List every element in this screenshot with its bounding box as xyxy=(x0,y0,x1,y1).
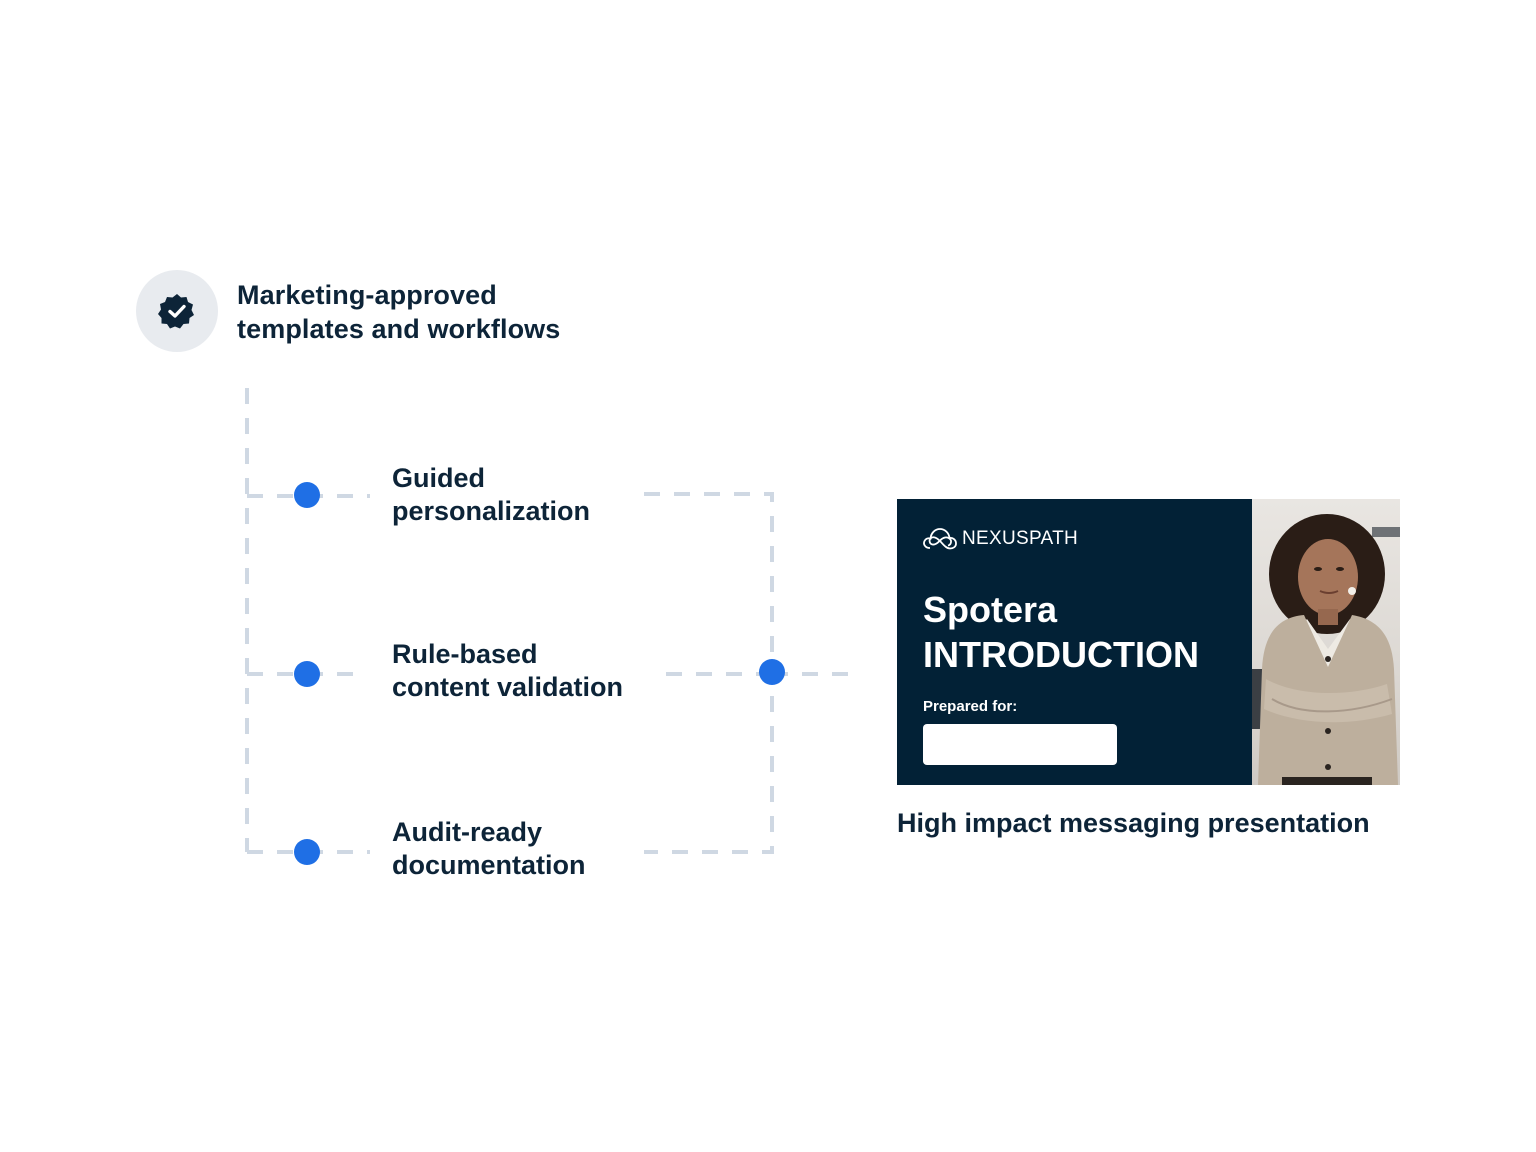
verified-badge xyxy=(136,270,218,352)
heading-line-2: templates and workflows xyxy=(237,314,561,344)
step-rule-based-validation: Rule-based content validation xyxy=(392,638,623,704)
merge-dot xyxy=(759,659,785,685)
prepared-for-input[interactable] xyxy=(923,724,1117,765)
step-1-line-2: personalization xyxy=(392,496,591,526)
heading-line-1: Marketing-approved xyxy=(237,280,497,310)
cloud-infinity-logo-icon xyxy=(923,528,957,550)
step-dot-1 xyxy=(294,482,320,508)
brand-name: NEXUSPATH xyxy=(962,528,1079,549)
presentation-preview-card[interactable]: NEXUSPATH Spotera INTRODUCTION Prepared … xyxy=(897,499,1400,785)
step-dot-2 xyxy=(294,661,320,687)
portrait-illustration xyxy=(1252,514,1400,785)
verified-badge-icon xyxy=(158,294,194,329)
step-audit-ready-documentation: Audit-ready documentation xyxy=(392,816,586,882)
card-title-line-1: Spotera xyxy=(923,589,1058,630)
card-caption: High impact messaging presentation xyxy=(897,808,1370,838)
step-1-line-1: Guided xyxy=(392,463,485,493)
step-3-line-2: documentation xyxy=(392,850,586,880)
card-title: Spotera INTRODUCTION xyxy=(923,587,1199,677)
step-guided-personalization: Guided personalization xyxy=(392,462,590,528)
step-dot-3 xyxy=(294,839,320,865)
prepared-for-label: Prepared for: xyxy=(923,698,1018,715)
woman-portrait-photo xyxy=(1252,499,1400,785)
step-2-line-2: content validation xyxy=(392,672,624,702)
step-2-line-1: Rule-based xyxy=(392,639,538,669)
step-3-line-1: Audit-ready xyxy=(392,817,543,847)
card-content-panel: NEXUSPATH Spotera INTRODUCTION Prepared … xyxy=(897,499,1252,785)
card-title-line-2: INTRODUCTION xyxy=(923,634,1199,675)
section-heading: Marketing-approved templates and workflo… xyxy=(237,278,560,346)
brand-logo: NEXUSPATH xyxy=(922,526,1078,552)
